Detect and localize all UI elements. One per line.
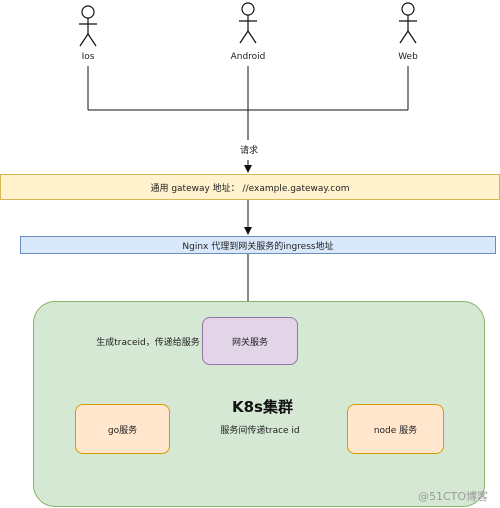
actor-android-label: Android	[230, 52, 266, 62]
gateway-service-label: 网关服务	[231, 337, 268, 348]
actor-ios-label: Ios	[81, 52, 95, 62]
actor-connector	[87, 66, 409, 173]
go-service-label: go服务	[107, 425, 138, 436]
nginx-proxy-text: Nginx 代理到网关服务的ingress地址	[182, 241, 334, 252]
request-label: 请求	[239, 143, 259, 156]
actor-web-label: Web	[398, 52, 418, 62]
actor-web-figure	[399, 2, 417, 44]
node-service-label: node 服务	[373, 425, 418, 436]
trace-generate-label: 生成traceid，传递给服务	[96, 335, 200, 348]
actor-ios-figure	[79, 5, 97, 47]
gateway-address-bar: 通用 gateway 地址： //example.gateway.com	[0, 174, 500, 200]
k8s-cluster-title: K8s集群	[232, 398, 293, 416]
gateway-address-text: 通用 gateway 地址： //example.gateway.com	[150, 183, 350, 194]
trace-pass-label: 服务间传递trace id	[220, 423, 300, 436]
go-service-node: go服务	[75, 404, 170, 454]
watermark: @51CTO博客	[418, 490, 489, 503]
gateway-service-node: 网关服务	[202, 317, 298, 365]
nginx-proxy-bar: Nginx 代理到网关服务的ingress地址	[20, 236, 496, 254]
actor-android-figure	[239, 2, 257, 44]
node-service-node: node 服务	[347, 404, 444, 454]
